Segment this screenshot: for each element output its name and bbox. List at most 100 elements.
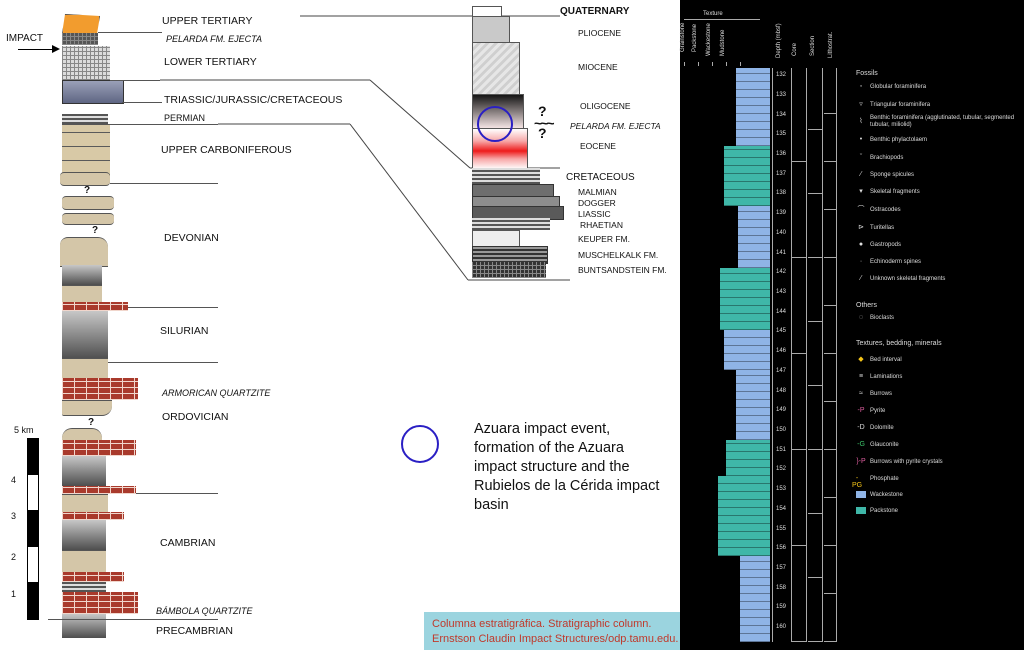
depth-label: 136 — [776, 151, 787, 157]
depth-label: 142 — [776, 269, 787, 275]
impact-legend-text: Azuara impact event, formation of the Az… — [474, 421, 660, 513]
unit-armorican-quartzite: ARMORICAN QUARTZITE — [162, 388, 271, 398]
lith-wackestone — [724, 330, 770, 370]
legend-texture-item: Laminations — [870, 374, 903, 380]
col-header-grainstone: Grainstone — [680, 22, 686, 52]
lith-wackestone — [736, 370, 770, 440]
layer-armorican-quartzite — [62, 378, 138, 400]
depth-label: 148 — [776, 388, 787, 394]
triangular-foram-icon: ▿ — [859, 101, 863, 108]
boundary-line — [48, 619, 218, 620]
layer-carboniferous-lens-2 — [62, 196, 114, 210]
lith-wackestone — [740, 556, 770, 642]
header-texture: Texture — [703, 11, 723, 17]
depth-label: 139 — [776, 210, 787, 216]
legend-fossil-item: Triangular foraminifera — [870, 102, 931, 108]
boundary-line — [108, 124, 218, 125]
unit-buntsandstein: BUNTSANDSTEIN FM. — [578, 265, 667, 275]
question-mark: ? — [84, 185, 91, 196]
scale-tick-1: 1 — [11, 589, 17, 599]
legend-texture-item: Pyrite — [870, 408, 886, 414]
layer-carboniferous-lens-3 — [62, 213, 114, 225]
depth-label: 134 — [776, 112, 787, 118]
burrows-icon: ≈ — [859, 390, 863, 397]
layer-cambrian-stripe — [62, 582, 106, 592]
bed-interval-icon: ◆ — [858, 356, 864, 363]
layer-lower-tertiary — [62, 46, 110, 80]
depth-label: 143 — [776, 289, 787, 295]
texture-header-line — [684, 19, 760, 20]
layer-ordovician-lens — [62, 400, 112, 416]
boundary-line — [110, 80, 160, 81]
unit-upper-carboniferous: UPPER CARBONIFEROUS — [161, 144, 292, 156]
layer-cambrian-brick-3 — [62, 572, 124, 582]
unit-permian: PERMIAN — [164, 113, 206, 123]
legend-texture-item: Glauconite — [870, 442, 899, 448]
layer-devonian-grey — [62, 265, 102, 285]
wackestone-swatch — [856, 491, 866, 498]
col-header-packstone: Packstone — [692, 23, 698, 52]
depth-label: 135 — [776, 131, 787, 137]
wavy-unconformity-icon: ~~~ — [534, 115, 554, 131]
legend-texture-item: Packstone — [870, 508, 899, 514]
turitella-icon: ⊳ — [858, 224, 864, 231]
scale-tick-3: 3 — [11, 511, 17, 521]
depth-label: 147 — [776, 368, 787, 374]
unit-pelarda-ejecta: PELARDA FM. EJECTA — [166, 34, 263, 44]
unit-miocene: MIOCENE — [578, 62, 618, 72]
unit-cambrian: CAMBRIAN — [160, 537, 216, 549]
legend-fossil-item: Benthic foraminifera (agglutinated, tubu… — [870, 115, 1015, 128]
depth-label: 138 — [776, 190, 787, 196]
globular-foram-icon: ◦ — [859, 83, 863, 90]
depth-label: 133 — [776, 92, 787, 98]
legend-texture-item: Burrows with pyrite crystals — [870, 459, 943, 465]
layer-cambrian-brick-1 — [62, 486, 136, 494]
unit-rhaetian: RHAETIAN — [580, 220, 623, 230]
lith-wackestone — [736, 68, 770, 146]
legend-texture-item: Phosphate — [870, 476, 899, 482]
col-header-mudstone: Mudstone — [720, 29, 726, 56]
depth-track: 132 133 134 135 136 137 138 139 140 141 … — [772, 68, 792, 642]
gastropod-icon: ● — [858, 241, 864, 248]
legend-texture-item: Burrows — [870, 391, 893, 397]
depth-label: 140 — [776, 230, 787, 236]
phylactolaem-icon: • — [859, 136, 863, 143]
scale-title: 5 km — [14, 425, 34, 435]
glauconite-icon: -G — [857, 441, 865, 448]
legend-texture-item: Wackestone — [870, 492, 903, 498]
layer-miocene — [472, 42, 520, 96]
layer-buntsandstein — [472, 262, 546, 278]
unit-precambrian: PRECAMBRIAN — [156, 625, 234, 637]
caption-line-1: Columna estratigráfica. Stratigraphic co… — [432, 618, 652, 630]
unit-bambola-quartzite: BÁMBOLA QUARTZITE — [156, 606, 253, 616]
packstone-swatch — [856, 507, 866, 514]
core-log-panel: Texture Grainstone Packstone Wackestone … — [680, 0, 1024, 650]
col-header-lithostrat: Lithostrat. — [828, 31, 834, 58]
layer-pelarda-ejecta — [62, 33, 98, 45]
impact-arrowhead-icon — [52, 45, 60, 53]
unit-triassic-jurassic-cretaceous: TRIASSIC/JURASSIC/CRETACEOUS — [164, 94, 343, 106]
layer-cambrian-grey-2 — [62, 520, 106, 550]
scale-tick-2: 2 — [11, 552, 17, 562]
lithostrat-track — [824, 68, 837, 642]
layer-silurian — [62, 311, 108, 359]
col-header-wackestone: Wackestone — [706, 23, 712, 56]
legend-texture-item: Dolomite — [870, 425, 894, 431]
depth-label: 141 — [776, 250, 787, 256]
depth-label: 137 — [776, 171, 787, 177]
section-track — [808, 68, 823, 642]
layer-carboniferous-lens-1 — [60, 172, 110, 186]
layer-cambrian-sand-2 — [62, 550, 106, 574]
boundary-line — [108, 362, 218, 363]
legend-fossil-item: Turitellas — [870, 225, 895, 231]
legend-fossil-item: Globular foraminifera — [870, 84, 927, 90]
depth-label: 132 — [776, 72, 787, 78]
legend-others-item: Bioclasts — [870, 315, 895, 321]
laminations-icon: ≡ — [858, 373, 864, 380]
unit-lower-tertiary: LOWER TERTIARY — [164, 56, 257, 68]
legend-fossil-item: Echinoderm spines — [870, 259, 922, 265]
col-header-depth: Depth (mbsf) — [776, 23, 782, 58]
unit-muschelkalk: MUSCHELKALK FM. — [578, 250, 659, 260]
layer-ordovician-sand — [62, 358, 108, 380]
legend-fossil-item: Benthic phylactolaem — [870, 137, 928, 143]
